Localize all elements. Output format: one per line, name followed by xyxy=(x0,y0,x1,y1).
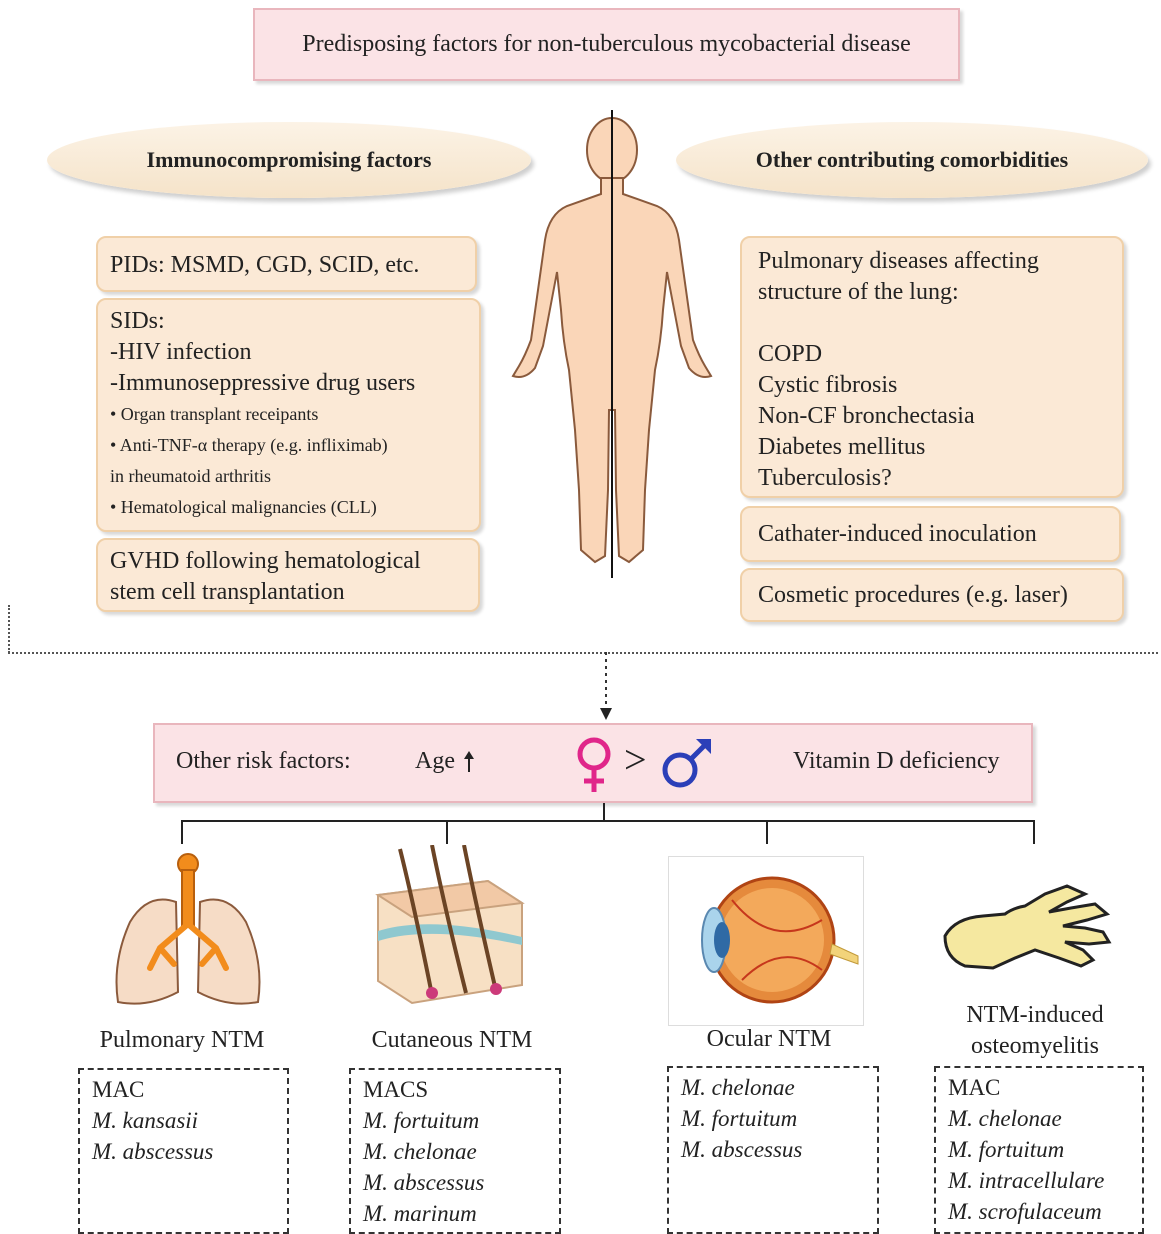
ocular-species-box: M. chelonae M. fortuitum M. abscessus xyxy=(667,1066,879,1234)
catheter-text: Cathater-induced inoculation xyxy=(758,521,1037,547)
sids-bullet-hematological: • Hematological malignancies (CLL) xyxy=(110,492,467,523)
right-heading: Other contributing comorbidities xyxy=(676,122,1148,198)
cutaneous-ntm-label: Cutaneous NTM xyxy=(340,1027,564,1054)
sids-heading: SIDs: xyxy=(110,306,467,337)
species-item: M. fortuitum xyxy=(363,1105,547,1136)
pulmonary-diseases-box: Pulmonary diseases affecting structure o… xyxy=(740,236,1124,498)
cosmetic-text: Cosmetic procedures (e.g. laser) xyxy=(758,582,1068,608)
male-symbol-icon xyxy=(660,736,714,792)
osteomyelitis-species-box: MAC M. chelonae M. fortuitum M. intracel… xyxy=(934,1066,1144,1234)
ocular-ntm-label: Ocular NTM xyxy=(657,1026,881,1053)
pulmonary-ntm-label: Pulmonary NTM xyxy=(70,1027,294,1054)
risk-label: Other risk factors: xyxy=(176,748,351,775)
species-item: M. abscessus xyxy=(363,1167,547,1198)
tree-drop xyxy=(766,820,768,844)
pulm-item: Cystic fibrosis xyxy=(758,370,1106,401)
catheter-box: Cathater-induced inoculation xyxy=(740,506,1121,562)
pulm-item: Non-CF bronchectasia xyxy=(758,401,1106,432)
species-item: M. abscessus xyxy=(681,1134,865,1165)
sids-bullet-anti-tnf-cont: in rheumatoid arthritis xyxy=(110,461,467,492)
pulm-item: Diabetes mellitus xyxy=(758,432,1106,463)
sids-box: SIDs: -HIV infection -Immunoseppressive … xyxy=(96,298,481,532)
dotted-connector-left xyxy=(8,605,10,653)
vitamin-d-label: Vitamin D deficiency xyxy=(793,748,999,775)
species-item: MACS xyxy=(363,1074,547,1105)
pulm-item: Tuberculosis? xyxy=(758,463,1106,494)
pulm-line-1: Pulmonary diseases affecting xyxy=(758,246,1106,277)
osteomyelitis-label-line-2: osteomyelitis xyxy=(930,1031,1140,1062)
down-arrow-icon xyxy=(598,652,614,722)
species-item: M. scrofulaceum xyxy=(948,1196,1130,1227)
hand-bones-icon xyxy=(935,878,1120,978)
species-item: MAC xyxy=(948,1072,1130,1103)
female-symbol-icon xyxy=(572,736,616,796)
species-item: MAC xyxy=(92,1074,275,1105)
species-item: M. kansasii xyxy=(92,1105,275,1136)
skin-icon xyxy=(370,845,530,1010)
lungs-icon xyxy=(108,852,268,1012)
osteomyelitis-label-line-1: NTM-induced xyxy=(930,1000,1140,1031)
tree-bar xyxy=(181,820,1035,822)
pulm-line-2: structure of the lung: xyxy=(758,277,1106,308)
gvhd-box: GVHD following hematological stem cell t… xyxy=(96,538,480,612)
tree-drop xyxy=(446,820,448,844)
tree-drop xyxy=(1033,820,1035,844)
species-item: M. chelonae xyxy=(363,1136,547,1167)
eye-icon xyxy=(672,860,862,1022)
left-heading: Immunocompromising factors xyxy=(47,122,531,198)
tree-drop xyxy=(181,820,183,844)
dotted-connector-horizontal xyxy=(8,652,1158,654)
osteomyelitis-label: NTM-induced osteomyelitis xyxy=(930,1000,1140,1062)
sids-hiv: -HIV infection xyxy=(110,337,467,368)
species-item: M. fortuitum xyxy=(948,1134,1130,1165)
species-item: M. marinum xyxy=(363,1198,547,1229)
age-label: Age xyxy=(415,748,455,775)
species-item: M. chelonae xyxy=(948,1103,1130,1134)
cosmetic-box: Cosmetic procedures (e.g. laser) xyxy=(740,568,1124,622)
up-arrow-icon xyxy=(463,750,475,774)
tree-stem xyxy=(603,803,605,821)
sids-bullet-transplant: • Organ transplant receipants xyxy=(110,399,467,430)
species-item: M. fortuitum xyxy=(681,1103,865,1134)
greater-than-symbol: > xyxy=(624,736,647,783)
pids-text: PIDs: MSMD, CGD, SCID, etc. xyxy=(110,252,419,278)
sids-bullet-anti-tnf: • Anti-TNF-α therapy (e.g. infliximab) xyxy=(110,430,467,461)
gvhd-line-2: stem cell transplantation xyxy=(110,577,466,608)
species-item: M. chelonae xyxy=(681,1072,865,1103)
human-body-icon xyxy=(505,110,720,580)
cutaneous-species-box: MACS M. fortuitum M. chelonae M. abscess… xyxy=(349,1068,561,1234)
pulmonary-species-box: MAC M. kansasii M. abscessus xyxy=(78,1068,289,1234)
species-item: M. intracellulare xyxy=(948,1165,1130,1196)
species-item: M. abscessus xyxy=(92,1136,275,1167)
diagram-title: Predisposing factors for non-tuberculous… xyxy=(253,8,960,81)
pids-box: PIDs: MSMD, CGD, SCID, etc. xyxy=(96,236,477,292)
gvhd-line-1: GVHD following hematological xyxy=(110,546,466,577)
sids-drug-users: -Immunoseppressive drug users xyxy=(110,368,467,399)
pulm-item: COPD xyxy=(758,339,1106,370)
